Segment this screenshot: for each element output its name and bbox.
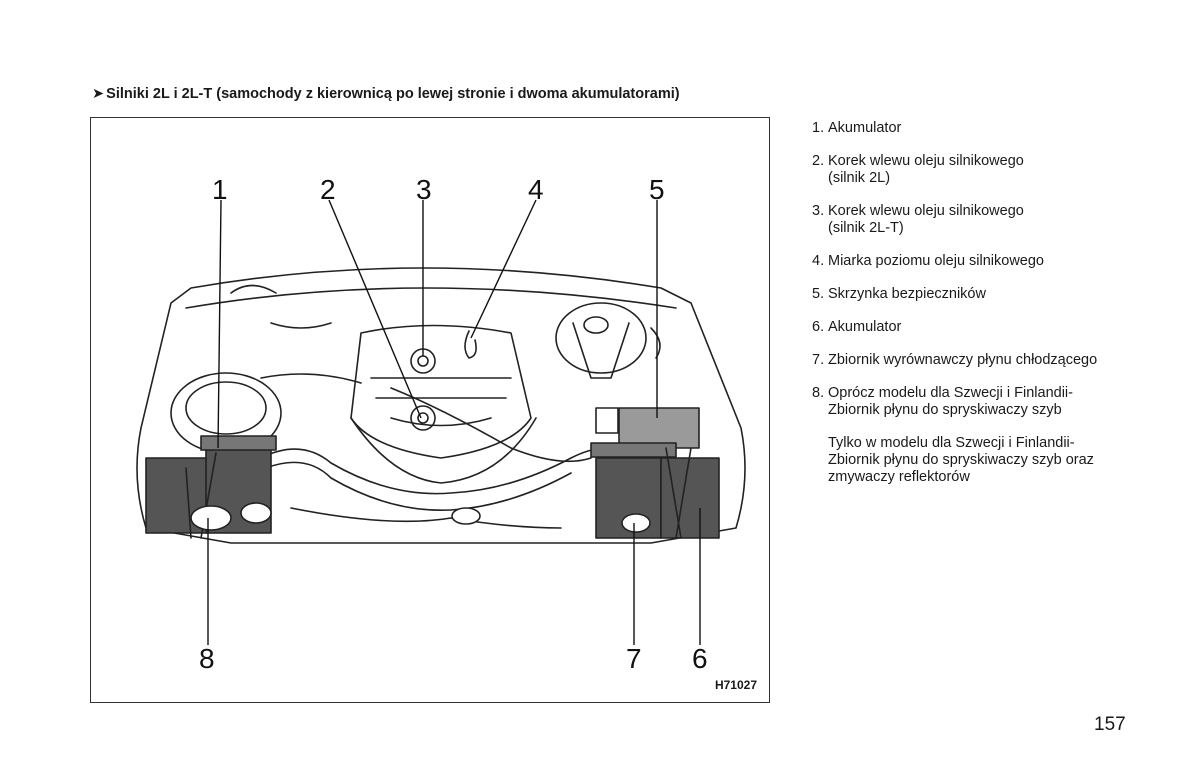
callout-4: 4	[528, 174, 544, 205]
callout-5: 5	[649, 174, 665, 205]
callout-1: 1	[212, 174, 228, 205]
callout-3: 3	[416, 174, 432, 205]
legend-item-number: 2.	[812, 153, 825, 169]
legend-item: 8. Oprócz modelu dla Szwecji i Finlandii…	[812, 385, 1142, 419]
callout-7: 7	[626, 643, 642, 674]
legend-item-text: Korek wlewu oleju silnikowego (silnik 2L…	[828, 153, 1024, 186]
callout-2: 2	[320, 174, 336, 205]
legend-item-number: 6.	[812, 319, 825, 335]
callout-6: 6	[692, 643, 708, 674]
legend-item-number: 5.	[812, 286, 825, 302]
legend-item-number: 7.	[812, 352, 825, 368]
legend-item-text: Oprócz modelu dla Szwecji i Finlandii- Z…	[828, 385, 1073, 418]
legend-item-text: Skrzynka bezpieczników	[828, 286, 986, 302]
engine-compartment-figure: 1 2 3 4 5 6 7 8 H71027	[90, 117, 770, 703]
legend-item: 5. Skrzynka bezpieczników	[812, 286, 1142, 303]
legend-item: 1. Akumulator	[812, 120, 1142, 137]
legend-item-number: 4.	[812, 253, 825, 269]
figure-code: H71027	[714, 678, 757, 692]
legend-item: 3. Korek wlewu oleju silnikowego (silnik…	[812, 203, 1142, 237]
legend-item: 4. Miarka poziomu oleju silnikowego	[812, 253, 1142, 270]
legend-item-text: Korek wlewu oleju silnikowego (silnik 2L…	[828, 203, 1024, 236]
legend-item: 7. Zbiornik wyrównawczy płynu chłodząceg…	[812, 352, 1142, 369]
legend-item-number: 3.	[812, 203, 825, 219]
legend-item: 6. Akumulator	[812, 319, 1142, 336]
legend-item-text: Akumulator	[828, 319, 902, 335]
legend-item: 2. Korek wlewu oleju silnikowego (silnik…	[812, 153, 1142, 187]
section-heading-text: Silniki 2L i 2L-T (samochody z kierownic…	[106, 86, 680, 102]
bullet-arrow-icon: ➤	[92, 86, 105, 102]
legend-item-number: 1.	[812, 120, 825, 136]
legend-note: Tylko w modelu dla Szwecji i Finlandii- …	[828, 435, 1094, 485]
legend-item-text: Zbiornik wyrównawczy płynu chłodzącego	[828, 352, 1098, 368]
section-heading: ➤Silniki 2L i 2L-T (samochody z kierowni…	[92, 86, 680, 102]
page-number: 157	[1094, 714, 1126, 735]
legend-item-number: 8.	[812, 385, 825, 401]
legend-item-text: Akumulator	[828, 120, 902, 136]
callout-8: 8	[199, 643, 215, 674]
parts-legend: 1. Akumulator 2. Korek wlewu oleju silni…	[812, 120, 1142, 486]
legend-item-text: Miarka poziomu oleju silnikowego	[828, 253, 1044, 269]
engine-compartment-illustration	[136, 199, 746, 645]
